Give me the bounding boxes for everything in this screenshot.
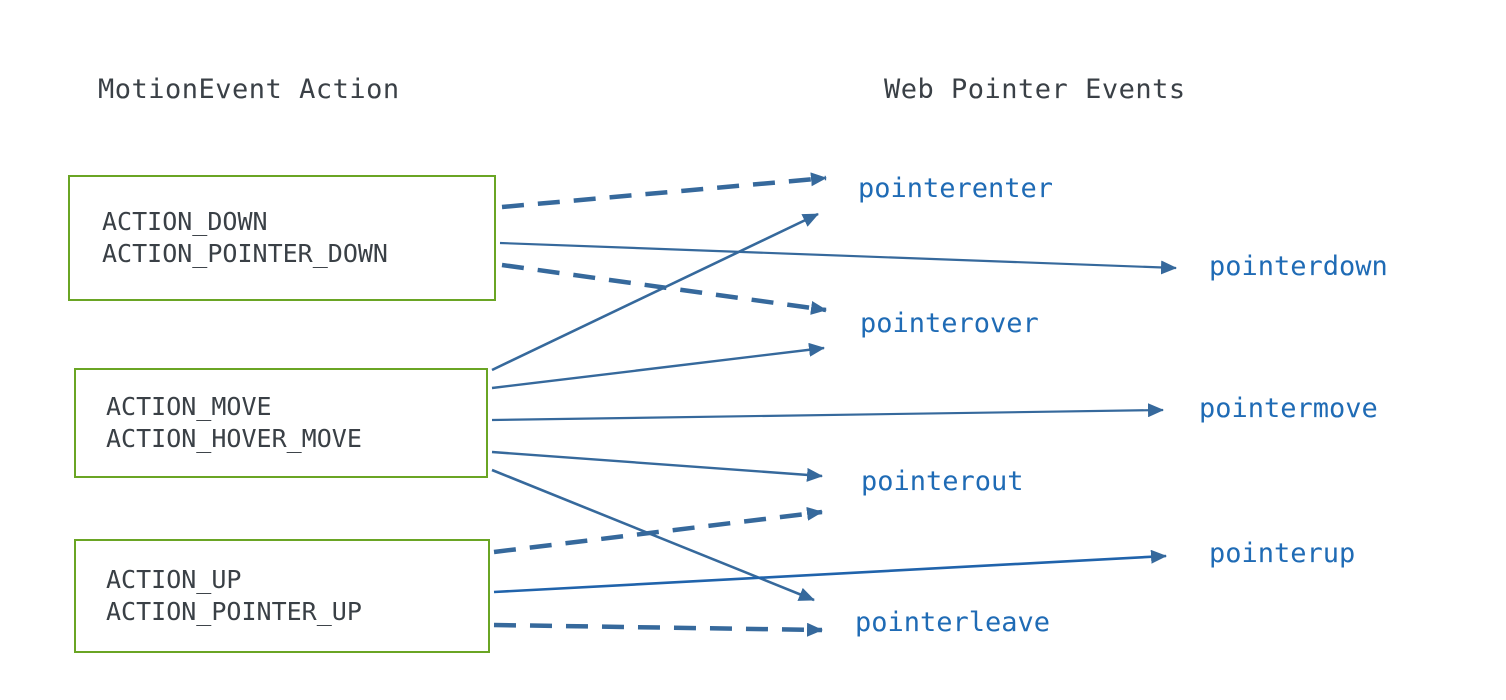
event-label-pointerout[interactable]: pointerout xyxy=(861,466,1024,497)
event-label-pointerleave[interactable]: pointerleave xyxy=(855,607,1051,638)
action-box-up[interactable]: ACTION_UP ACTION_POINTER_UP xyxy=(74,539,490,653)
connector-down-to-pointerenter xyxy=(501,172,827,210)
column-header-web-pointer-events: Web Pointer Events xyxy=(884,74,1186,105)
action-box-up-line-1: ACTION_UP xyxy=(106,564,242,594)
connector-up-to-pointerout xyxy=(493,506,823,555)
connector-move-to-pointerout xyxy=(491,450,823,482)
connector-move-to-pointerleave xyxy=(491,468,815,602)
action-box-move-line-1: ACTION_MOVE xyxy=(106,391,272,421)
action-box-down-line-2: ACTION_POINTER_DOWN xyxy=(102,239,388,268)
event-label-pointerover[interactable]: pointerover xyxy=(860,308,1039,339)
action-box-move-line-2: ACTION_HOVER_MOVE xyxy=(106,424,362,453)
event-label-pointerenter[interactable]: pointerenter xyxy=(858,173,1054,204)
action-box-up-line-2: ACTION_POINTER_UP xyxy=(106,597,362,626)
action-box-down-line-1: ACTION_DOWN xyxy=(102,206,268,236)
connector-up-to-pointerleave xyxy=(493,622,823,637)
action-box-move[interactable]: ACTION_MOVE ACTION_HOVER_MOVE xyxy=(74,368,488,478)
connector-up-to-pointerup xyxy=(493,549,1167,594)
connector-move-to-pointerenter xyxy=(491,212,819,372)
connector-down-to-pointerdown xyxy=(499,241,1177,275)
connector-move-to-pointerover xyxy=(491,342,825,390)
column-header-motionevent-action: MotionEvent Action xyxy=(98,74,400,105)
connector-move-to-pointermove xyxy=(491,403,1164,422)
event-label-pointerup[interactable]: pointerup xyxy=(1209,538,1356,569)
action-box-down[interactable]: ACTION_DOWN ACTION_POINTER_DOWN xyxy=(68,175,496,301)
event-label-pointermove[interactable]: pointermove xyxy=(1199,393,1378,424)
event-label-pointerdown[interactable]: pointerdown xyxy=(1209,251,1388,282)
